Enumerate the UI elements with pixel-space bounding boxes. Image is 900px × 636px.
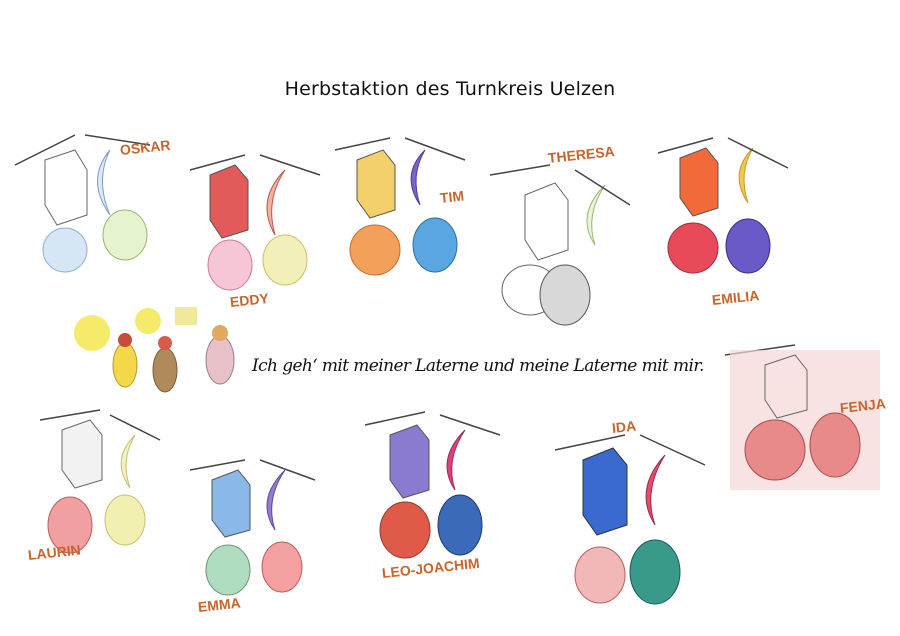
name-label-ida: IDA bbox=[611, 417, 637, 436]
name-label-theresa: THERESA bbox=[547, 143, 616, 166]
oskar-lantern-drawing bbox=[14, 134, 151, 273]
lantern-group-oskar bbox=[14, 125, 165, 279]
lantern-group-fenja bbox=[724, 340, 895, 504]
lantern-group-ida bbox=[554, 430, 715, 614]
lantern-group-theresa bbox=[489, 164, 631, 329]
lantern-group-eddy bbox=[189, 150, 330, 294]
motto-text: Ich geh‘ mit meiner Laterne und meine La… bbox=[252, 356, 704, 376]
name-label-emilia: EMILIA bbox=[711, 287, 761, 308]
lantern-group-emma bbox=[189, 455, 330, 609]
name-label-emma: EMMA bbox=[197, 594, 242, 615]
lantern-group-leo-joachim bbox=[364, 410, 505, 574]
lantern-group-laurin bbox=[30, 409, 170, 564]
name-label-tim: TIM bbox=[439, 187, 465, 206]
lantern-group-tim bbox=[334, 130, 475, 284]
page-title: Herbstaktion des Turnkreis Uelzen bbox=[284, 78, 616, 100]
lantern-group-emilia bbox=[657, 128, 798, 282]
children-illustration bbox=[70, 305, 250, 404]
